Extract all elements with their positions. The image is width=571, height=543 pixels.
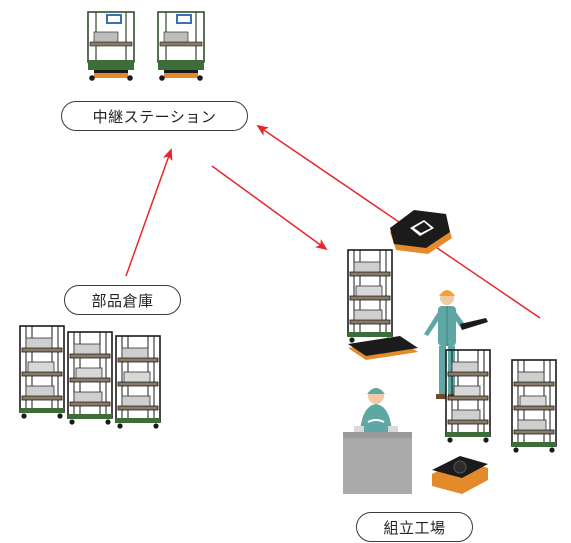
assembly-plant-label: 組立工場 bbox=[356, 512, 473, 542]
parts-warehouse-label: 部品倉庫 bbox=[64, 285, 181, 315]
storage-cart-icon bbox=[445, 349, 557, 454]
agv-robot-icon bbox=[390, 210, 452, 254]
arrow-station-to-plant bbox=[211, 165, 328, 251]
relay-cart-icon bbox=[87, 11, 205, 82]
relay-station-label: 中継ステーション bbox=[61, 101, 248, 131]
operator-icon bbox=[343, 388, 412, 494]
storage-cart-icon bbox=[347, 249, 418, 360]
flow-arrows bbox=[125, 124, 541, 319]
agv-robot-icon bbox=[432, 456, 488, 494]
storage-cart-icon bbox=[19, 325, 161, 430]
arrow-warehouse-to-station bbox=[125, 148, 173, 277]
